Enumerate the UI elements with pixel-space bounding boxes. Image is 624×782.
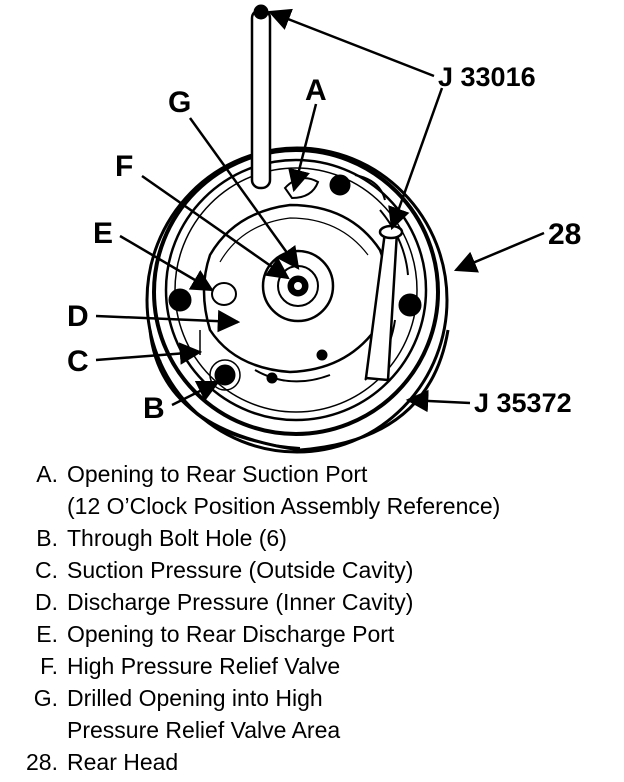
legend-item-c: C. Suction Pressure (Outside Cavity)	[0, 554, 624, 586]
relief-valve-hub	[261, 249, 335, 323]
legend-item-a: A. Opening to Rear Suction Port	[0, 458, 624, 490]
callout-g: G	[168, 86, 191, 119]
left-pin	[250, 8, 272, 190]
legend-text: Drilled Opening into High	[67, 685, 323, 711]
legend-text: High Pressure Relief Valve	[67, 653, 341, 679]
leader-f	[141, 174, 290, 280]
legend-key: C.	[35, 557, 58, 583]
legend-text: Discharge Pressure (Inner Cavity)	[67, 589, 414, 615]
legend-text: Opening to Rear Discharge Port	[67, 621, 395, 647]
callout-d: D	[67, 300, 89, 333]
leader-b	[171, 380, 221, 407]
legend-text: Opening to Rear Suction Port	[67, 461, 368, 487]
leader-g	[188, 117, 300, 270]
leader-lines	[95, 8, 545, 413]
legend-item-b: B. Through Bolt Hole (6)	[0, 522, 624, 554]
leader-j33016-right	[388, 87, 444, 231]
legend-key: D.	[35, 589, 58, 615]
legend-key: F.	[40, 653, 58, 679]
leader-j35372	[405, 389, 471, 413]
legend-item-a-continued: (12 O’Clock Position Assembly Reference)	[0, 490, 624, 522]
leader-a	[288, 103, 318, 193]
callout-rear-head: 28	[548, 218, 581, 251]
bolt-holes	[168, 174, 422, 391]
legend-key: 28.	[26, 749, 58, 775]
legend-item-d: D. Discharge Pressure (Inner Cavity)	[0, 586, 624, 618]
legend-key: E.	[36, 621, 58, 647]
legend-text: Pressure Relief Valve Area	[67, 717, 341, 743]
callout-e: E	[93, 217, 113, 250]
rear-discharge-port-opening	[211, 282, 237, 306]
legend-text: Through Bolt Hole (6)	[67, 525, 287, 551]
bolt-hole	[316, 349, 328, 361]
bolt-hole	[214, 364, 236, 386]
label-j33016: J 33016	[438, 62, 536, 92]
callout-a: A	[305, 74, 327, 107]
legend-item-g: G. Drilled Opening into High	[0, 682, 624, 714]
legend-item-g-continued: Pressure Relief Valve Area	[0, 714, 624, 746]
leader-c	[95, 342, 203, 365]
leader-d	[95, 309, 241, 333]
legend-key: A.	[36, 461, 58, 487]
bolt-hole	[398, 293, 422, 317]
legend: A. Opening to Rear Suction Port (12 O’Cl…	[0, 458, 624, 780]
callout-b: B	[143, 392, 165, 425]
leader-j33016-left	[267, 8, 435, 78]
legend-text: (12 O’Clock Position Assembly Reference)	[67, 493, 501, 519]
callout-f: F	[115, 150, 133, 183]
callout-c: C	[67, 345, 89, 378]
legend-key: B.	[36, 525, 58, 551]
leader-e	[119, 234, 214, 292]
bolt-hole	[266, 372, 278, 384]
legend-key: G.	[33, 685, 58, 711]
label-j35372: J 35372	[474, 388, 572, 418]
legend-item-f: F. High Pressure Relief Valve	[0, 650, 624, 682]
legend-text: Rear Head	[67, 749, 179, 775]
tool-j33016	[250, 4, 404, 382]
legend-item-28: 28. Rear Head	[0, 746, 624, 778]
rear-head-diagram: A G F E D C B 28 J 33016 J 35372	[67, 4, 581, 454]
bolt-hole	[168, 288, 192, 312]
legend-item-e: E. Opening to Rear Discharge Port	[0, 618, 624, 650]
legend-text: Suction Pressure (Outside Cavity)	[67, 557, 414, 583]
leader-rear-head	[453, 231, 545, 273]
bolt-hole	[329, 174, 351, 196]
